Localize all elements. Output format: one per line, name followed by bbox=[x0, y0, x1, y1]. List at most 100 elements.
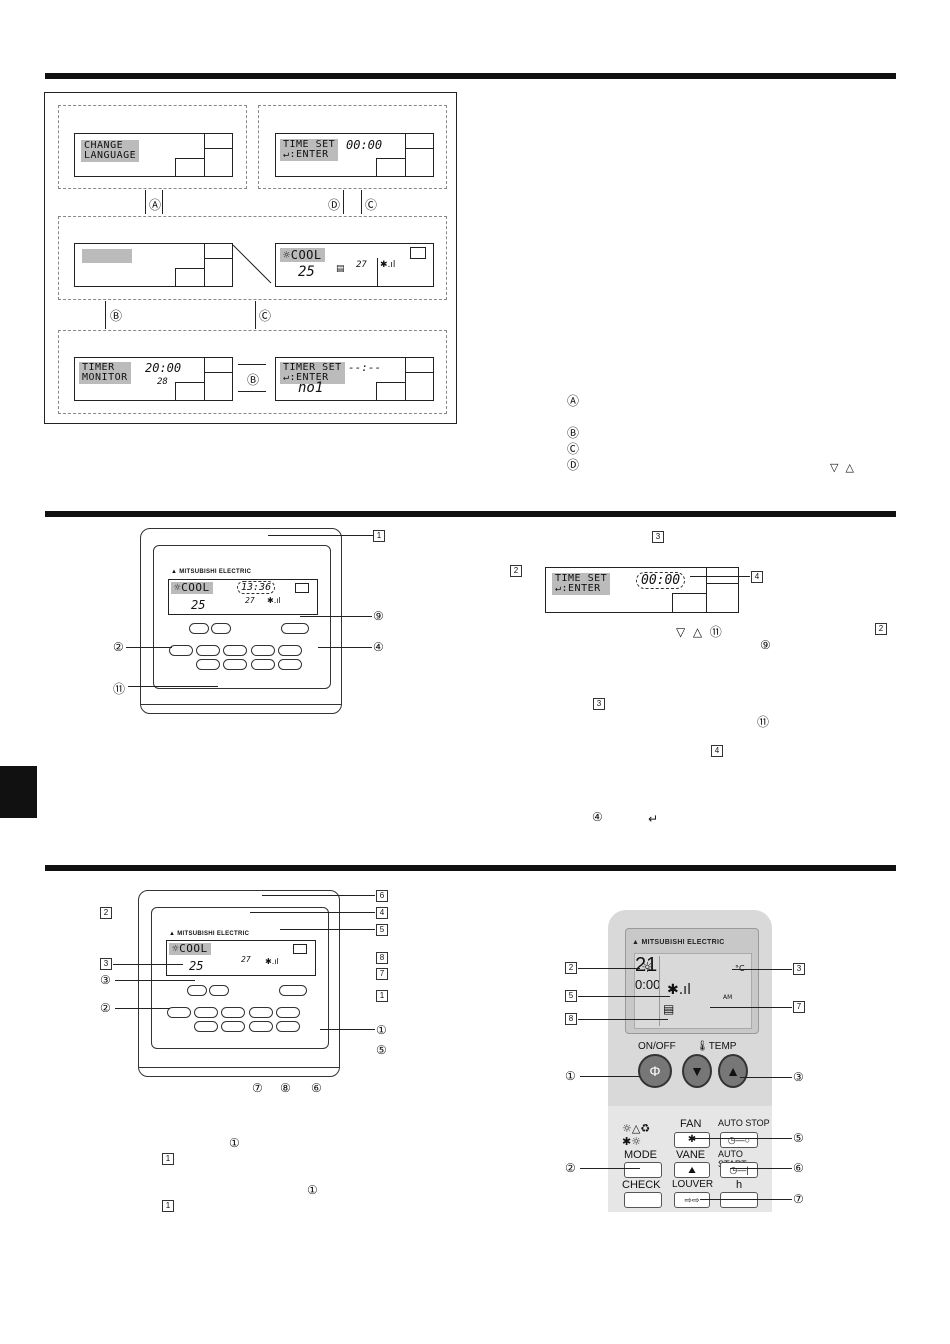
legend-c: Ⓒ bbox=[567, 442, 580, 456]
wireless-on-off-button[interactable]: Φ bbox=[638, 1054, 672, 1088]
label-b1: Ⓑ bbox=[110, 309, 123, 323]
b-leader-right4 bbox=[320, 1029, 375, 1030]
callout-4: ④ bbox=[373, 640, 384, 654]
main-room-temp: 27 bbox=[356, 260, 367, 270]
w-leader-c6 bbox=[730, 1168, 792, 1169]
w-leader-s3 bbox=[732, 969, 792, 970]
screen-time-set: TIME SET ↵:ENTER 00:00 bbox=[275, 133, 434, 177]
wireless-auto-stop-label: AUTO STOP bbox=[718, 1118, 770, 1128]
time-set-screen: TIME SET ↵:ENTER 00:00 bbox=[545, 567, 739, 613]
w-leader-c5 bbox=[692, 1138, 792, 1139]
b-callout-c6: ⑥ bbox=[311, 1081, 322, 1095]
wireless-lcd: ☼ 21 °C ✱.ıl ▤ AM 0:00 bbox=[634, 953, 752, 1029]
temp-up-button[interactable] bbox=[211, 623, 231, 634]
w-callout-s8: 8 bbox=[565, 1013, 577, 1025]
b-set-time-up-button[interactable] bbox=[221, 1021, 245, 1032]
legend-keys: ▽ △ bbox=[830, 461, 854, 474]
note-sq2: 2 bbox=[875, 623, 887, 635]
wireless-mode-button[interactable] bbox=[624, 1162, 662, 1178]
arrow-b-down bbox=[105, 301, 106, 329]
wireless-temp-down-button[interactable]: ▼ bbox=[682, 1054, 712, 1088]
wireless-h-label: h bbox=[736, 1179, 743, 1191]
main-set-temp: 25 bbox=[298, 264, 315, 280]
b-vane-button[interactable] bbox=[249, 1021, 273, 1032]
wireless-auto-stop-button[interactable]: ◷—○ bbox=[720, 1132, 758, 1148]
note-sq4: 4 bbox=[711, 745, 723, 757]
b-check-button[interactable] bbox=[276, 1007, 300, 1018]
group-main bbox=[58, 216, 447, 300]
b-leader-c3 bbox=[115, 980, 195, 981]
remote2-filter-icon bbox=[293, 944, 307, 954]
b-on-off-button[interactable] bbox=[279, 985, 307, 996]
w-callout-c7: ⑦ bbox=[793, 1192, 804, 1206]
w-callout-s3: 3 bbox=[793, 963, 805, 975]
timer-set-value: --:-- bbox=[348, 361, 382, 374]
wireless-brand: ▲ MITSUBISHI ELECTRIC bbox=[632, 939, 725, 946]
remote-fan-icon: ✱.ıl bbox=[267, 596, 281, 605]
b-temp-down-button[interactable] bbox=[187, 985, 207, 996]
check-button[interactable] bbox=[278, 645, 302, 656]
wireless-unit: °C bbox=[735, 964, 745, 973]
b-callout-s5: 5 bbox=[376, 924, 388, 936]
b-leader-c2 bbox=[115, 1008, 170, 1009]
on-off-button[interactable] bbox=[281, 623, 309, 634]
wireless-temp-up-button[interactable]: ▲ bbox=[718, 1054, 748, 1088]
menu-button[interactable] bbox=[223, 645, 247, 656]
w-callout-c2: ② bbox=[565, 1161, 576, 1175]
b-set-time-down-button[interactable] bbox=[194, 1021, 218, 1032]
set-time-up-button[interactable] bbox=[223, 659, 247, 670]
label-d: Ⓓ bbox=[328, 198, 341, 212]
wireless-check-label: CHECK bbox=[622, 1179, 661, 1191]
b-note-1a: ① bbox=[229, 1136, 240, 1150]
mode-button[interactable] bbox=[169, 645, 193, 656]
arrow-right bbox=[238, 364, 266, 365]
arrow-c-up bbox=[255, 301, 256, 329]
w-callout-c3: ③ bbox=[793, 1070, 804, 1084]
vane-icon: ▤ bbox=[336, 264, 345, 274]
wireless-h-button[interactable] bbox=[720, 1192, 758, 1208]
b-leader-right2 bbox=[250, 912, 375, 913]
b-callout-s7: 7 bbox=[376, 968, 388, 980]
callout-1: 1 bbox=[373, 530, 385, 542]
remote2-mode: ☼COOL bbox=[169, 943, 211, 955]
leader-s4 bbox=[690, 576, 750, 577]
note-11: ⑪ bbox=[757, 715, 770, 729]
wireless-louver-button[interactable]: ⇨⇨ bbox=[674, 1192, 710, 1208]
b-callout-s6: 6 bbox=[376, 890, 388, 902]
callout-2: ② bbox=[113, 640, 124, 654]
b-mode-button[interactable] bbox=[167, 1007, 191, 1018]
b-fan-button[interactable] bbox=[249, 1007, 273, 1018]
screen-main: ☼COOL 25 27 ✱.ıl ▤ bbox=[275, 243, 434, 287]
b-temp-up-button[interactable] bbox=[209, 985, 229, 996]
temp-down-button[interactable] bbox=[189, 623, 209, 634]
wireless-fan-button[interactable]: ✱ bbox=[674, 1132, 710, 1148]
label-b2: Ⓑ bbox=[247, 373, 260, 387]
section-rule-middle bbox=[45, 511, 896, 517]
remote2-brand: ▲ MITSUBISHI ELECTRIC bbox=[169, 931, 250, 937]
fan-button[interactable] bbox=[251, 645, 275, 656]
remote-brand: ▲ MITSUBISHI ELECTRIC bbox=[171, 569, 252, 575]
note-sq3: 3 bbox=[593, 698, 605, 710]
section-rule-top bbox=[45, 73, 896, 79]
vane-button[interactable] bbox=[251, 659, 275, 670]
group-timeset bbox=[258, 105, 447, 189]
timer-button[interactable] bbox=[196, 645, 220, 656]
remote2-fan-icon: ✱.ıl bbox=[265, 957, 279, 966]
wireless-check-button[interactable] bbox=[624, 1192, 662, 1208]
side-tab bbox=[0, 766, 37, 818]
label-a: Ⓐ bbox=[149, 198, 162, 212]
b-louver-button[interactable] bbox=[276, 1021, 300, 1032]
wireless-temp: 21 bbox=[635, 954, 658, 976]
b-timer-button[interactable] bbox=[194, 1007, 218, 1018]
wireless-auto-start-button[interactable]: ◷—| bbox=[720, 1162, 758, 1178]
w-leader-c3 bbox=[740, 1077, 792, 1078]
remote-clock: 13:36 bbox=[237, 581, 276, 594]
w-callout-c5: ⑤ bbox=[793, 1131, 804, 1145]
w-callout-c1: ① bbox=[565, 1069, 576, 1083]
wireless-vane-button[interactable]: ⛰ bbox=[674, 1162, 710, 1178]
louver-button[interactable] bbox=[278, 659, 302, 670]
set-time-down-button[interactable] bbox=[196, 659, 220, 670]
b-menu-button[interactable] bbox=[221, 1007, 245, 1018]
remote-set-temp: 25 bbox=[191, 598, 206, 612]
group-language bbox=[58, 105, 247, 189]
